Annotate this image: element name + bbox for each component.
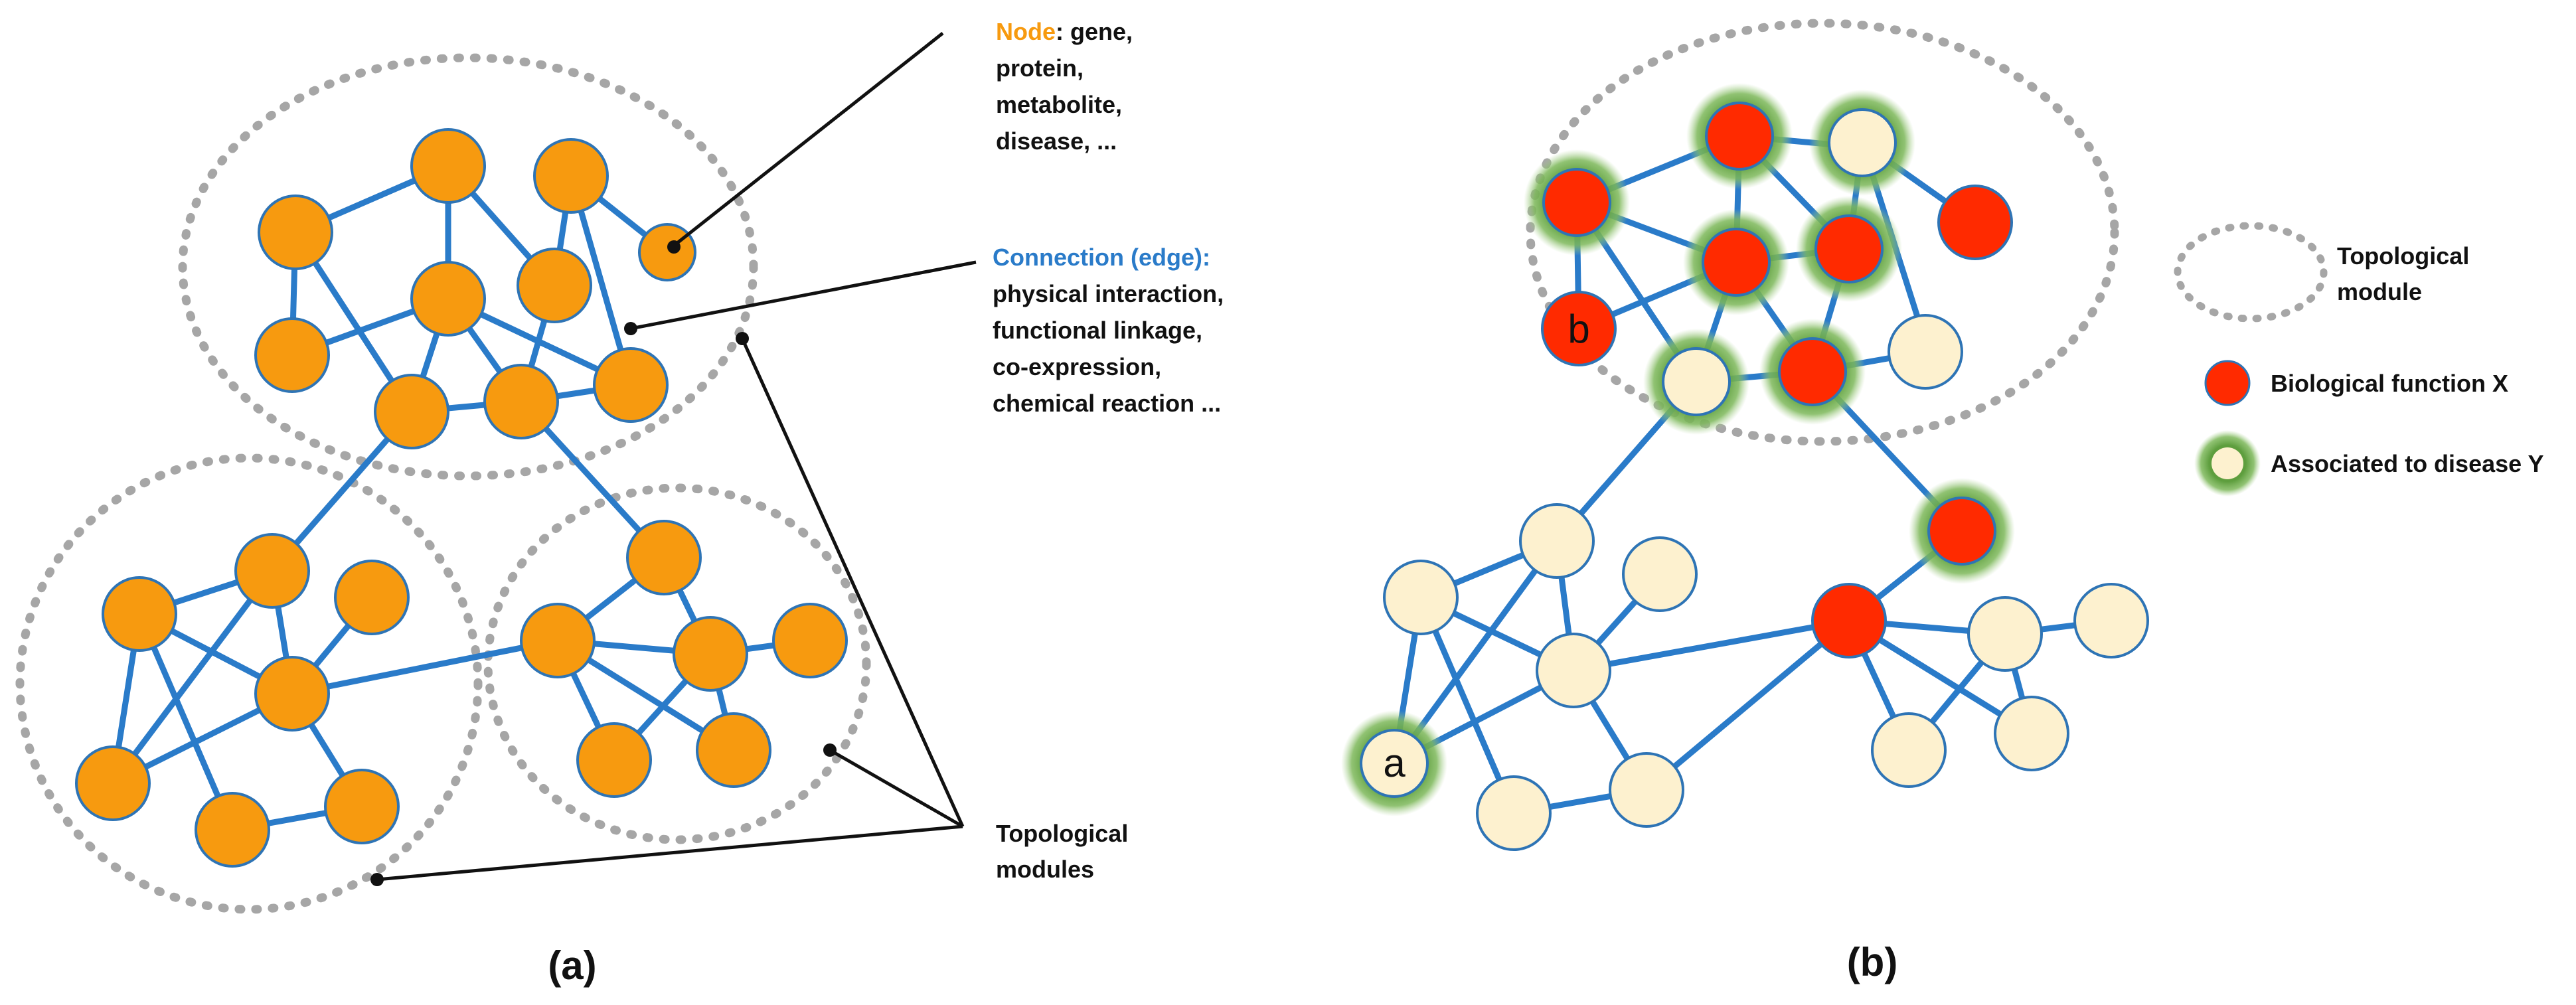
- node: [520, 603, 596, 678]
- node-red: [1811, 583, 1887, 658]
- legend: Topological module Biological function X…: [2174, 222, 2544, 497]
- node-cream: [1994, 696, 2069, 771]
- node: [593, 347, 669, 423]
- node-annotation-line4: disease, ...: [996, 127, 1117, 155]
- legend-red-node-icon: [2204, 360, 2251, 406]
- node-annotation-rest: : gene,: [1056, 18, 1133, 45]
- node-cream: [1871, 712, 1947, 788]
- nodes-b: [1360, 102, 2149, 851]
- node-red: [1927, 497, 1996, 566]
- edge-annotation-line2: physical interaction,: [993, 280, 1224, 307]
- node: [410, 128, 486, 204]
- node: [673, 616, 748, 692]
- node: [234, 533, 310, 609]
- node: [374, 374, 449, 449]
- legend-disease-y-label: Associated to disease Y: [2271, 450, 2544, 477]
- node: [258, 194, 333, 270]
- node-cream: [1383, 560, 1459, 635]
- legend-module-line2: module: [2337, 278, 2422, 305]
- node: [626, 520, 702, 595]
- node-cream-a: [1360, 729, 1429, 798]
- node-red-b: [1541, 291, 1617, 366]
- modules-annotation-line2: modules: [996, 856, 1094, 883]
- legend-module-icon: [2174, 222, 2328, 323]
- node: [533, 138, 609, 214]
- legend-module-line1: Topological: [2337, 242, 2469, 270]
- node: [517, 248, 592, 323]
- node-letter-a: a: [1383, 741, 1406, 785]
- node: [102, 576, 177, 652]
- module-top: [178, 53, 758, 481]
- node: [334, 560, 410, 635]
- edge-annotation-line3: functional linkage,: [993, 317, 1202, 344]
- disease-halos: [1341, 83, 2015, 816]
- legend-function-x-label: Biological function X: [2271, 370, 2508, 397]
- callouts-a: [376, 32, 977, 882]
- module-bottom-right: [483, 483, 871, 844]
- node-cream: [1609, 752, 1684, 828]
- node-red: [1937, 185, 2013, 260]
- node: [483, 364, 559, 439]
- node-cream: [1622, 536, 1698, 612]
- node: [324, 769, 400, 844]
- legend-disease-node-icon: [2212, 447, 2243, 479]
- panel-b-label: (b): [1847, 940, 1898, 984]
- node: [696, 712, 771, 788]
- node-annotation-title: Node: [996, 18, 1056, 45]
- node-cream: [1828, 108, 1897, 177]
- node-red: [1705, 102, 1774, 171]
- node-annotation-line2: protein,: [996, 54, 1084, 82]
- node: [254, 656, 330, 732]
- node-cream: [1476, 775, 1552, 851]
- node-cream: [1888, 314, 1963, 390]
- node: [576, 722, 652, 798]
- node: [772, 603, 848, 678]
- node-cream: [1519, 503, 1595, 579]
- node-cream: [1536, 633, 1611, 708]
- module-bottom-left: [15, 453, 483, 914]
- callout-dots: [370, 240, 837, 886]
- node: [638, 223, 696, 281]
- panel-a-label: (a): [548, 943, 596, 988]
- nodes-a: [75, 128, 848, 868]
- node-annotation-line3: metabolite,: [996, 91, 1122, 118]
- edge-annotation-line5: chemical reaction ...: [993, 390, 1221, 417]
- module-top-b: [1526, 19, 2119, 446]
- edge-annotation-line4: co-expression,: [993, 353, 1161, 380]
- node-cream: [1967, 596, 2043, 672]
- node-cream: [1662, 347, 1731, 416]
- node-red: [1702, 228, 1771, 297]
- node-annotation: Node: gene,: [996, 18, 1133, 45]
- node: [410, 261, 486, 337]
- node-red: [1814, 214, 1884, 283]
- node-cream: [2073, 583, 2149, 658]
- node: [75, 745, 151, 821]
- node: [195, 792, 270, 868]
- panel-b: a b Topological module Biological functi…: [1341, 19, 2544, 984]
- node-red: [1542, 168, 1611, 237]
- node: [254, 317, 330, 393]
- panel-a: Node: gene, protein, metabolite, disease…: [15, 18, 1224, 988]
- node-red: [1778, 337, 1847, 406]
- node-letter-b: b: [1568, 307, 1589, 351]
- modules-annotation-line1: Topological: [996, 820, 1128, 847]
- edge-annotation-title: Connection (edge):: [993, 244, 1210, 271]
